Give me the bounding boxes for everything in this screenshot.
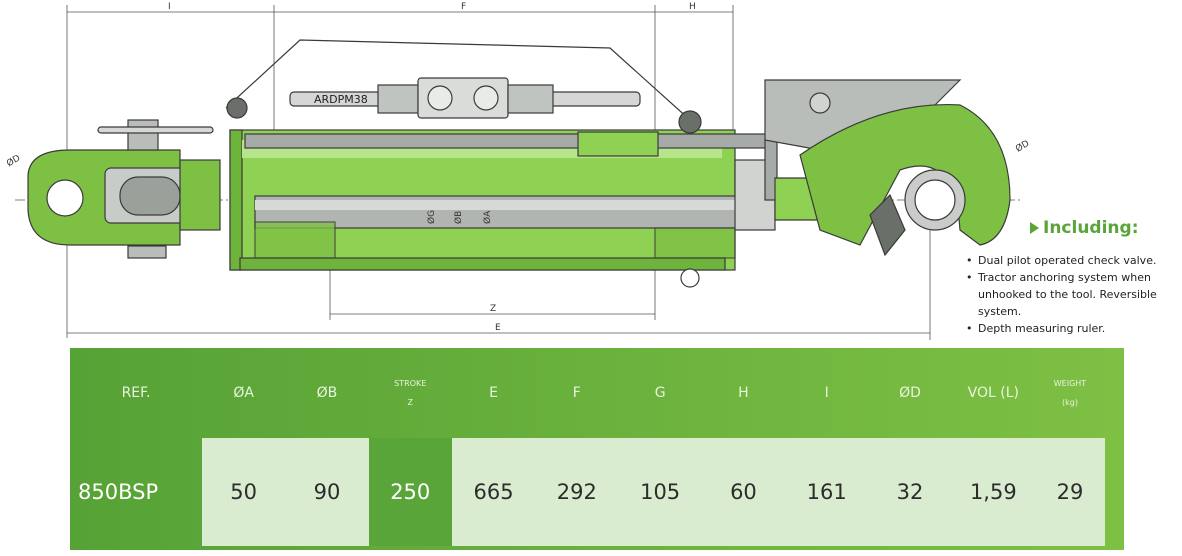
value-od: 32 (868, 438, 952, 546)
dim-label-h: H (689, 2, 696, 12)
dim-label-od-right: ØD (1014, 138, 1032, 155)
header-i: I (824, 385, 829, 401)
dim-label-ob: ØB (453, 211, 464, 224)
header-f: F (572, 385, 581, 401)
header-weight: WEIGHT (kg) (1035, 348, 1105, 438)
value-g: 105 (618, 438, 702, 546)
dim-label-oa: ØA (482, 210, 493, 224)
including-item: Dual pilot operated check valve. (964, 252, 1182, 269)
left-clevis (27, 119, 221, 259)
value-oa: 50 (202, 438, 286, 546)
header-weight-sub: (kg) (1061, 398, 1078, 407)
value-weight: 29 (1034, 438, 1105, 546)
table-header-row: REF. ØA ØB STROKE Z E F G H I ØD VOL (L)… (70, 348, 1124, 438)
including-panel: Including: Dual pilot operated check val… (966, 218, 1182, 337)
header-ref: REF. (121, 385, 151, 401)
valve-assembly (225, 39, 778, 201)
header-oa: ØA (233, 385, 254, 401)
header-g: G (654, 385, 666, 401)
value-i: 161 (785, 438, 869, 546)
header-stroke-label: STROKE (394, 379, 427, 388)
dim-label-og: ØG (426, 210, 437, 224)
value-f: 292 (535, 438, 619, 546)
cylinder-body (229, 129, 776, 271)
model-label: ARDPM38 (314, 93, 368, 106)
including-item: Depth measuring ruler. (964, 320, 1182, 337)
header-e: E (489, 385, 498, 401)
header-h: H (738, 385, 749, 401)
dim-label-f: F (461, 2, 466, 12)
value-vol: 1,59 (951, 438, 1035, 546)
value-h: 60 (701, 438, 786, 546)
dim-label-od-left: ØD (5, 153, 23, 170)
including-item: Tractor anchoring system when unhooked t… (964, 269, 1182, 320)
cylinder-drawing: I F H Z E ARDPM (5, 2, 1032, 340)
hook-end (764, 79, 1011, 257)
table-row: 850BSP 50 90 250 665 292 105 60 161 32 1… (70, 438, 1124, 546)
value-ref: 850BSP (78, 480, 159, 504)
dim-label-e: E (495, 323, 501, 333)
header-stroke: STROKE Z (369, 348, 452, 438)
header-od: ØD (899, 385, 921, 401)
including-title: Including: (1030, 218, 1182, 238)
header-weight-label: WEIGHT (1053, 379, 1087, 388)
dim-label-z: Z (490, 304, 496, 314)
header-ob: ØB (316, 385, 338, 401)
header-vol: VOL (L) (967, 385, 1019, 401)
value-ob: 90 (285, 438, 369, 546)
arrow-right-icon (1030, 222, 1039, 234)
spec-table: REF. ØA ØB STROKE Z E F G H I ØD VOL (L)… (70, 348, 1124, 550)
including-list: Dual pilot operated check valve. Tractor… (964, 252, 1182, 337)
dim-label-i: I (168, 2, 171, 12)
header-stroke-sub: Z (407, 398, 413, 407)
value-e: 665 (451, 438, 536, 546)
value-stroke: 250 (368, 438, 452, 546)
including-title-text: Including: (1043, 218, 1139, 238)
